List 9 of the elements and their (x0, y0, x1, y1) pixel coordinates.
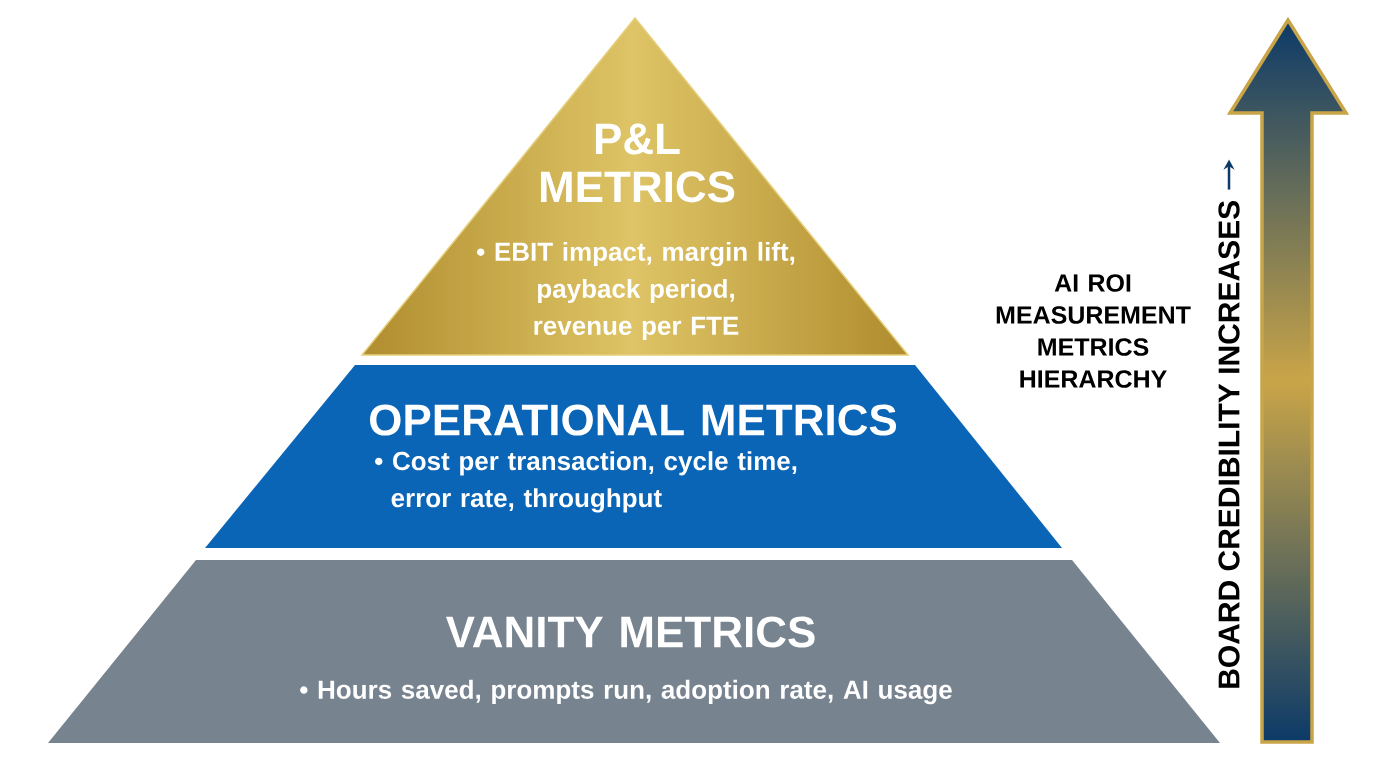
tier-heading: VANITY METRICS (445, 616, 815, 648)
side-label: BOARD CREDIBILITY INCREASES (1218, 201, 1240, 688)
tier-heading: P&L METRICS (540, 123, 735, 203)
pyramid-tier (48, 560, 1220, 743)
tier-description: • Cost per transaction, cycle time, error rate, throughput (375, 451, 797, 513)
tier-description: • EBIT impact, margin lift, payback period, revenue per FTE (477, 241, 795, 341)
diagram-title: AI ROI MEASUREMENT METRICS HIERARCHY (996, 274, 1191, 388)
tier-heading: OPERATIONAL METRICS (370, 404, 897, 436)
tier-description: • Hours saved, prompts run, adoption rate, AI usage (300, 679, 952, 705)
